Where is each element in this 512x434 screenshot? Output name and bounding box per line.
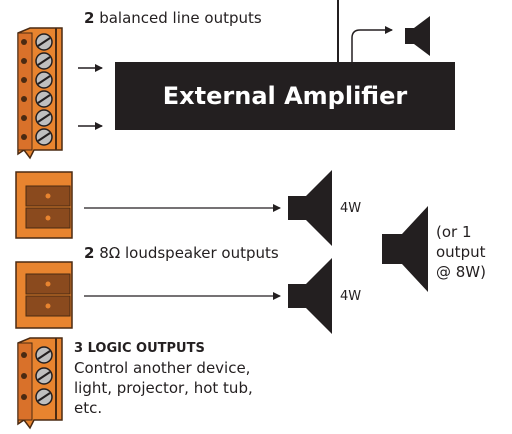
- single-output-note-line: (or 1: [436, 223, 472, 241]
- balanced-outputs-label: 2 balanced line outputs: [84, 8, 262, 28]
- speaker-outputs-text: 8Ω loudspeaker outputs: [94, 244, 279, 262]
- speaker-connector-icon: [15, 171, 73, 239]
- speaker-2-wattage: 4W: [340, 289, 362, 304]
- screw-icon: [21, 33, 53, 146]
- speaker-icon: [288, 258, 332, 334]
- logic-outputs-desc-line: light, projector, hot tub,: [74, 379, 253, 397]
- single-output-note: (or 1 output @ 8W): [436, 222, 486, 282]
- screw-icon: [21, 346, 53, 406]
- logic-outputs-desc-line: Control another device,: [74, 359, 251, 377]
- external-amplifier-box: External Amplifier: [115, 62, 455, 130]
- speaker-icon: [288, 170, 332, 246]
- single-output-note-line: output: [436, 243, 486, 261]
- logic-terminal-block-icon: [17, 337, 63, 430]
- logic-outputs-heading: 3 LOGIC OUTPUTS: [74, 341, 205, 356]
- single-output-note-line: @ 8W): [436, 263, 486, 281]
- logic-outputs-desc-line: etc.: [74, 399, 103, 417]
- speaker-outputs-label: 2 8Ω loudspeaker outputs: [84, 243, 279, 263]
- arrow-icon: [351, 26, 393, 62]
- speaker-connector-icon: [15, 261, 73, 329]
- balanced-outputs-count: 2: [84, 9, 95, 27]
- speaker-1-wattage: 4W: [340, 201, 362, 216]
- speaker-icon: [382, 206, 428, 292]
- logic-outputs-block: 3 LOGIC OUTPUTS Control another device, …: [74, 340, 253, 418]
- external-amplifier-title: External Amplifier: [162, 82, 408, 110]
- balanced-outputs-text: balanced line outputs: [94, 9, 262, 27]
- balanced-terminal-block-icon: [17, 27, 63, 160]
- speaker-outputs-count: 2: [84, 244, 95, 262]
- speaker-icon: [405, 16, 430, 56]
